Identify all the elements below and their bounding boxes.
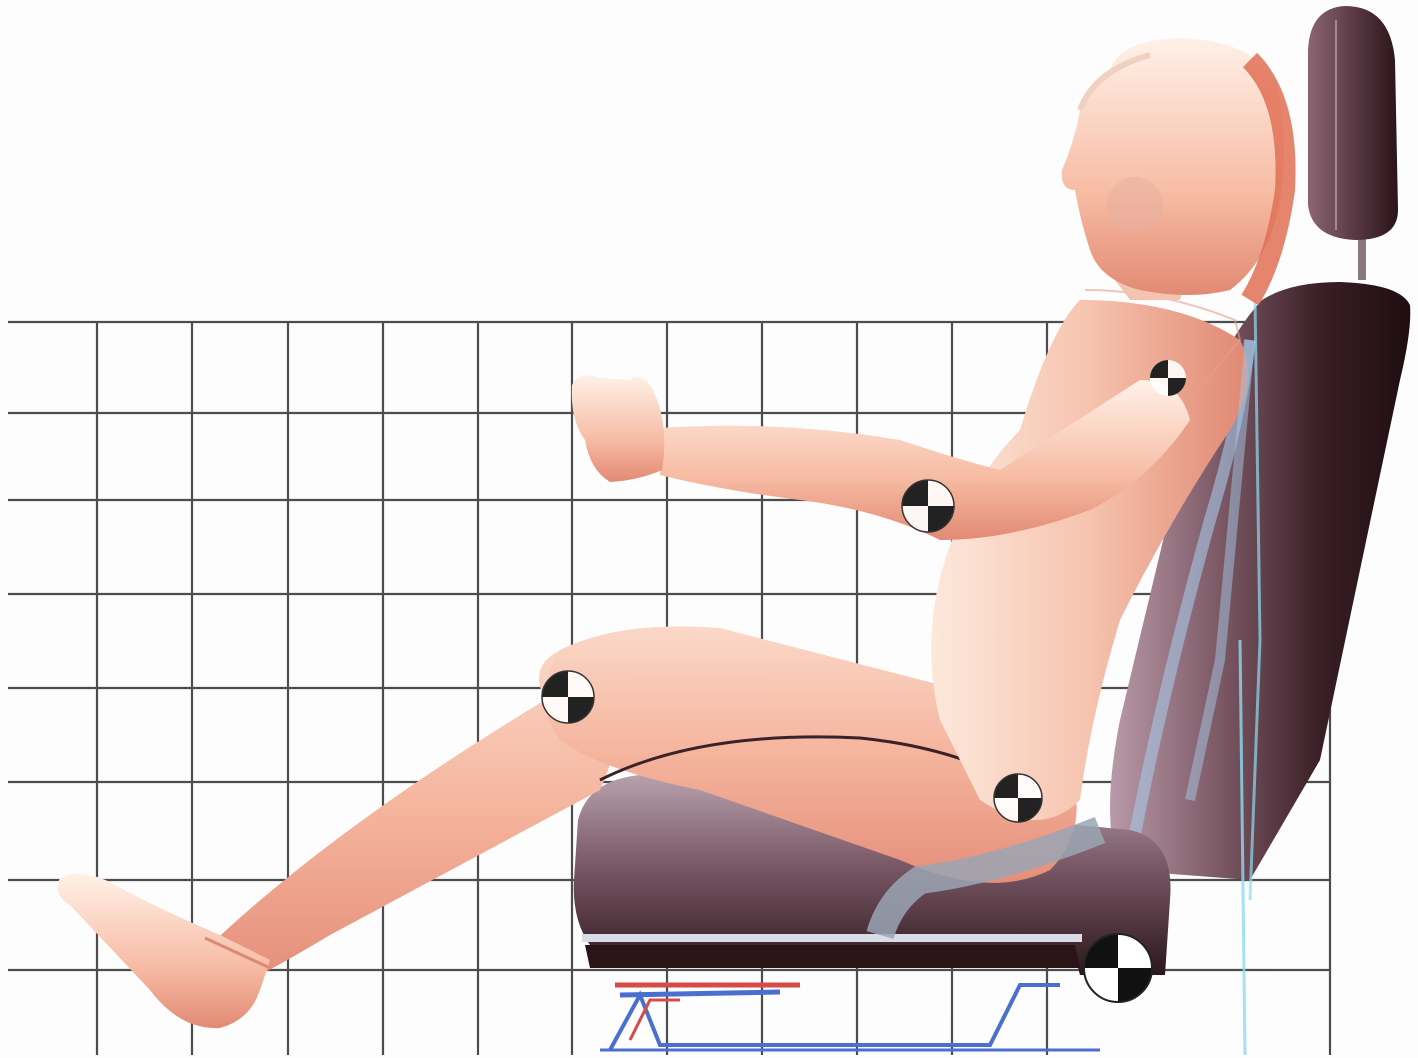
crash-test-target-icon [1084, 934, 1152, 1002]
crash-test-target-icon [542, 671, 594, 723]
crash-test-target-icon [1150, 360, 1186, 396]
headrest [1308, 6, 1398, 280]
crash-test-target-icon [994, 774, 1042, 822]
dummy-head [1062, 38, 1286, 300]
seat-rails [600, 985, 1100, 1050]
crash-test-target-icon [902, 480, 954, 532]
